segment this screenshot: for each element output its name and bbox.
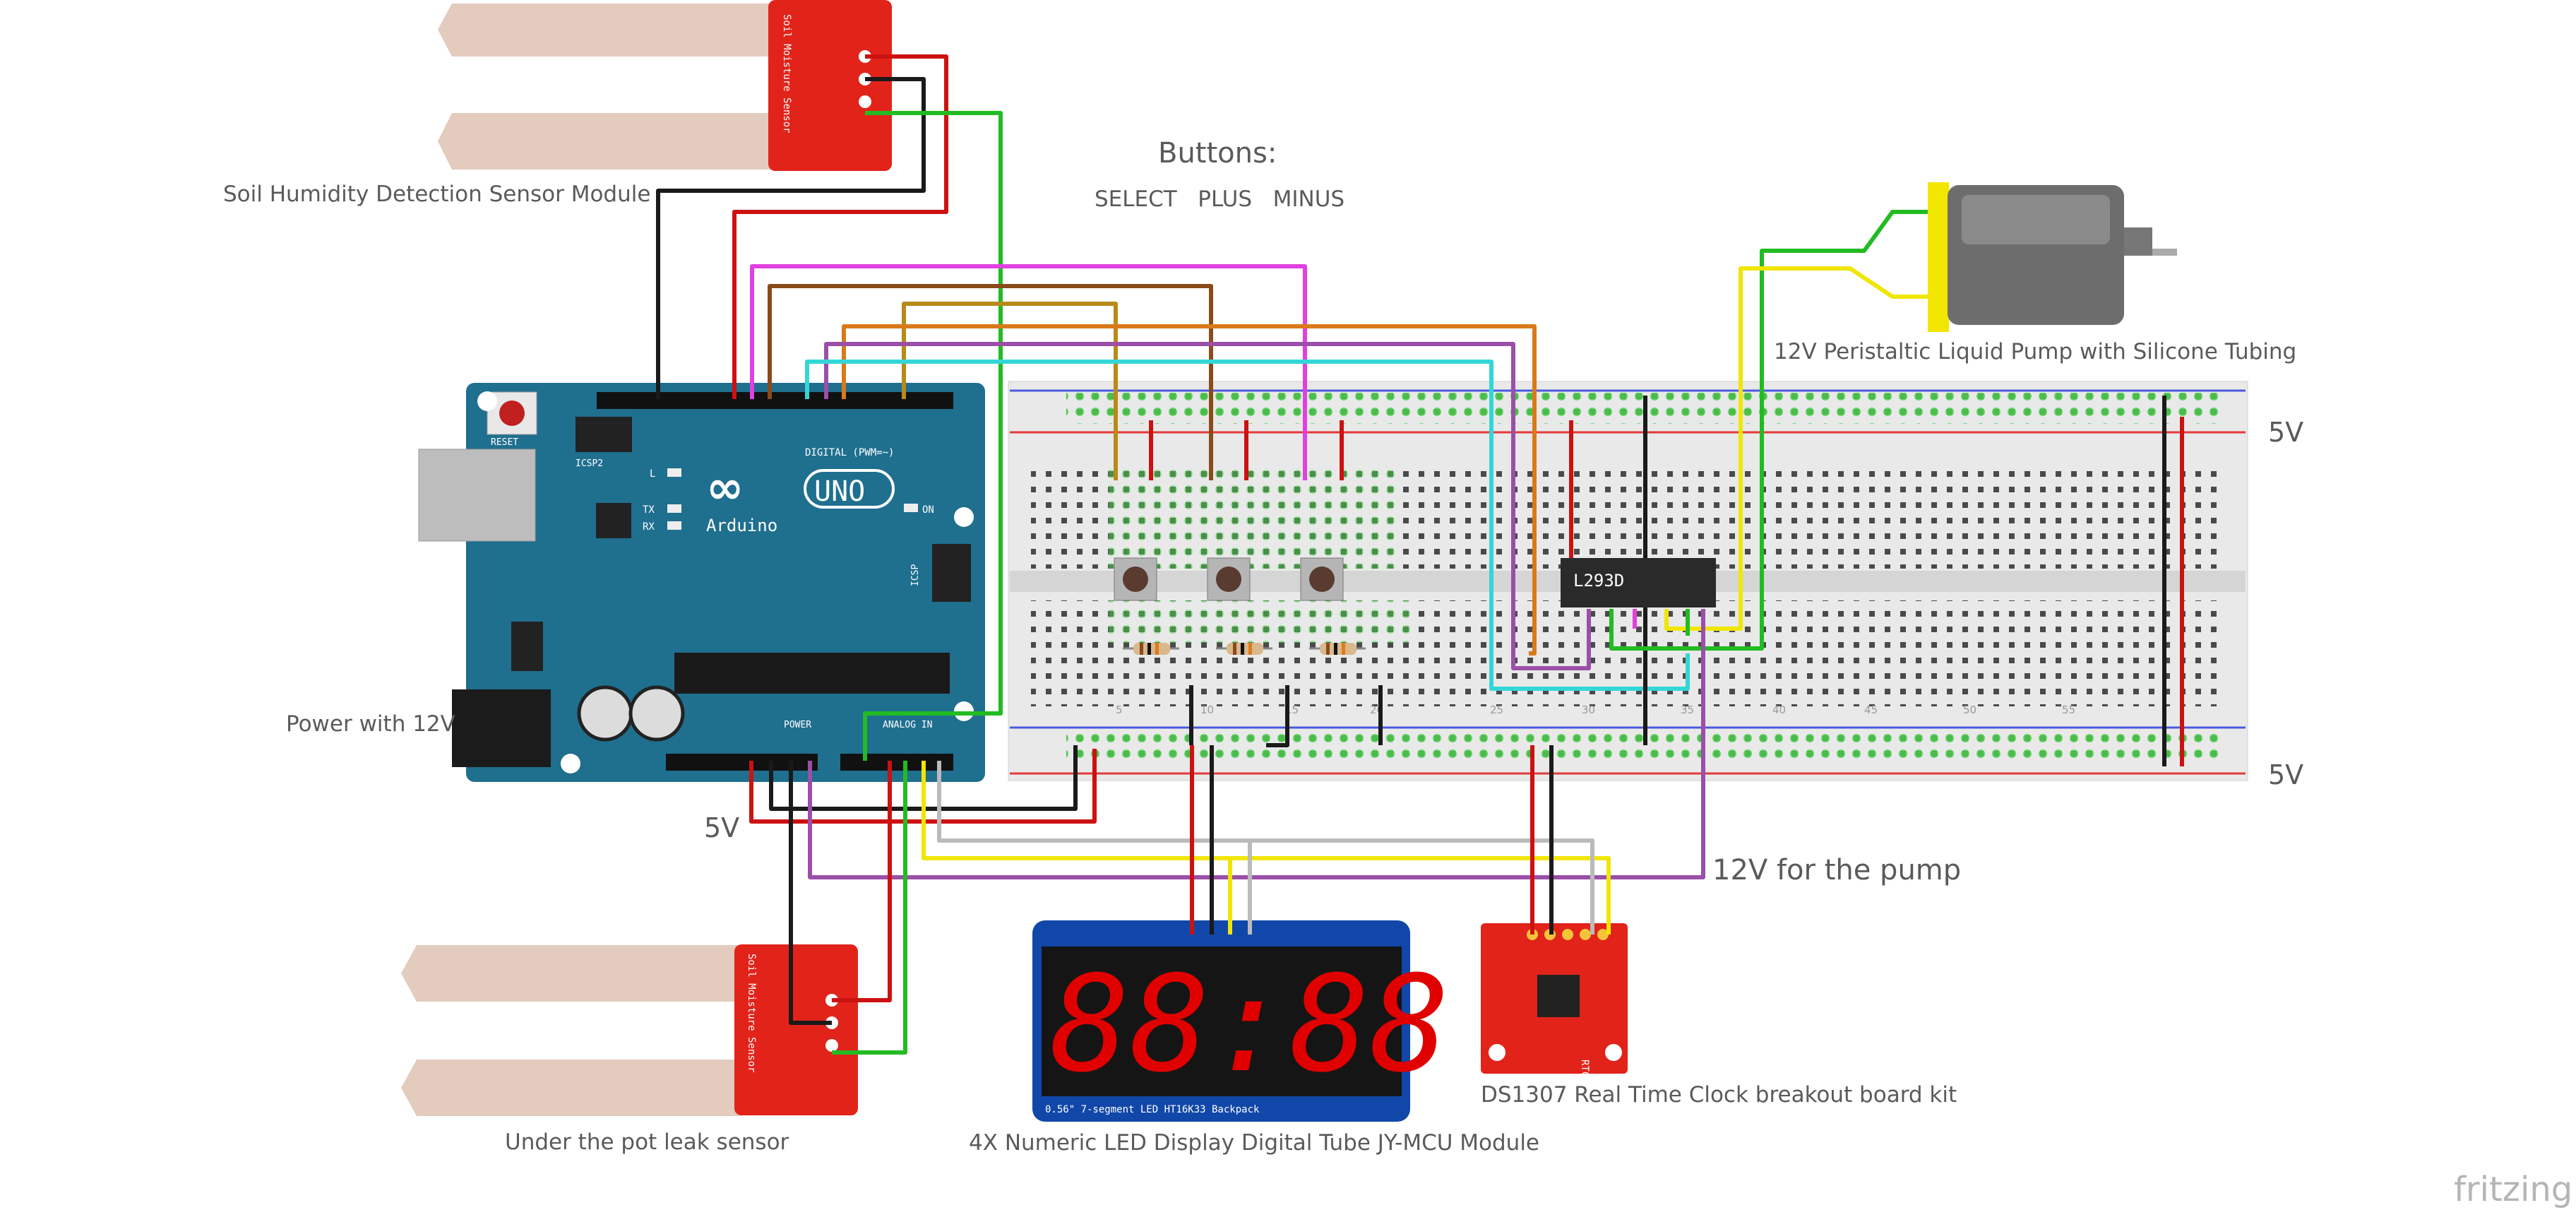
tx-led-label: TX [643,504,655,516]
led-digits: 88:88 [1050,947,1450,1102]
arduino-logo-word: Arduino [706,516,777,535]
rx-led-label: RX [643,521,655,533]
peristaltic-pump [1928,182,2177,332]
wire-leak-sig [832,761,907,1055]
wire-sensor-gnd [656,77,926,399]
buttons-title: Buttons: [1158,137,1277,170]
led-display-label: 4X Numeric LED Display Digital Tube JY-M… [969,1130,1539,1156]
wire-magenta [750,264,1307,480]
pump-12v-label: 12V for the pump [1712,854,1961,886]
wire-leak-vcc [832,761,892,1002]
resistor-2 [1216,643,1272,655]
chip-label: L293D [1573,571,1624,591]
power-header [666,754,818,771]
push-buttons [1114,557,1344,601]
analog-header-label: ANALOG IN [883,720,932,730]
wire-scl-grey [937,761,1594,935]
leak-sensor-label: Under the pot leak sensor [505,1129,789,1155]
wire-pump-green [1609,210,1928,651]
svg-text:50: 50 [1963,704,1976,716]
power-12v-label: Power with 12V [286,711,455,737]
soil-sensor-top: Soil Moisture Sensor [438,0,892,171]
wires [656,54,2184,1055]
digital-header [597,392,953,409]
wire-sensor-vcc [732,54,948,399]
rail-bottom-5v-label: 5V [2268,759,2303,790]
svg-text:25: 25 [1490,704,1503,716]
rail-top-5v-label: 5V [2268,417,2303,448]
wire-vin-purple [808,609,1705,879]
svg-text:40: 40 [1772,704,1786,716]
wire-sda-yellow [922,761,1611,935]
wire-orange [842,324,1537,656]
wire-cyan [805,360,1690,691]
icsp-label: ICSP [910,564,921,586]
wire-sensor-sig [863,111,1003,761]
leak-sensor-bottom: Soil Moisture Sensor [401,944,858,1116]
reset-label: RESET [491,437,518,448]
minus-button[interactable] [1300,557,1344,601]
usb-port [418,449,536,542]
l293d-chip: L293D [1561,558,1716,607]
select-button[interactable] [1114,557,1157,601]
wire-mustard [902,302,1118,480]
arduino-uno-board: RESET ICSP2 ICSP ∞ Arduino UNO ON L TX R… [418,383,985,782]
resistor-3 [1309,643,1366,655]
arduino-infinity-icon: ∞ [706,462,744,514]
power-header-label: POWER [784,720,811,730]
svg-text:35: 35 [1681,704,1694,716]
led-caption: 0.56" 7-segment LED HT16K33 Backpack [1045,1104,1260,1115]
dc-jack [452,689,551,767]
svg-text:55: 55 [2062,704,2075,716]
on-led-label: ON [922,504,934,516]
svg-text:30: 30 [1582,704,1595,716]
wire-pump-yellow [1664,266,1928,631]
digital-header-label: DIGITAL (PWM=~) [805,447,894,458]
plus-button[interactable] [1207,557,1251,601]
arduino-model-label: UNO [814,475,865,508]
resistors [1123,643,1366,655]
icsp2-label: ICSP2 [576,458,603,469]
soil-sensor-label: Soil Humidity Detection Sensor Module [223,182,650,207]
rtc-caption: RTC Module [1579,1060,1590,1119]
sensor-top-text: Soil Moisture Sensor [781,14,792,134]
pump-label: 12V Peristaltic Liquid Pump with Silicon… [1774,339,2296,364]
led-display-module: 88:88 0.56" 7-segment LED HT16K33 Backpa… [1032,920,1450,1122]
wire-purple [824,342,1591,670]
svg-text:45: 45 [1864,704,1878,716]
svg-text:10: 10 [1200,704,1214,716]
svg-text:5: 5 [1116,704,1123,716]
arduino-5v-label: 5V [704,812,739,843]
rtc-module: RTC Module [1481,923,1628,1119]
buttons-list: SELECT PLUS MINUS [1095,186,1344,212]
resistor-1 [1123,643,1179,655]
sensor-bottom-text: Soil Moisture Sensor [746,954,757,1073]
l-led-label: L [650,468,655,480]
analog-header [840,754,953,771]
wire-leak-gnd [789,761,832,1025]
rtc-label: DS1307 Real Time Clock breakout board ki… [1481,1082,1957,1108]
wire-brown [768,284,1213,480]
fritzing-watermark: fritzing [2454,1170,2572,1209]
